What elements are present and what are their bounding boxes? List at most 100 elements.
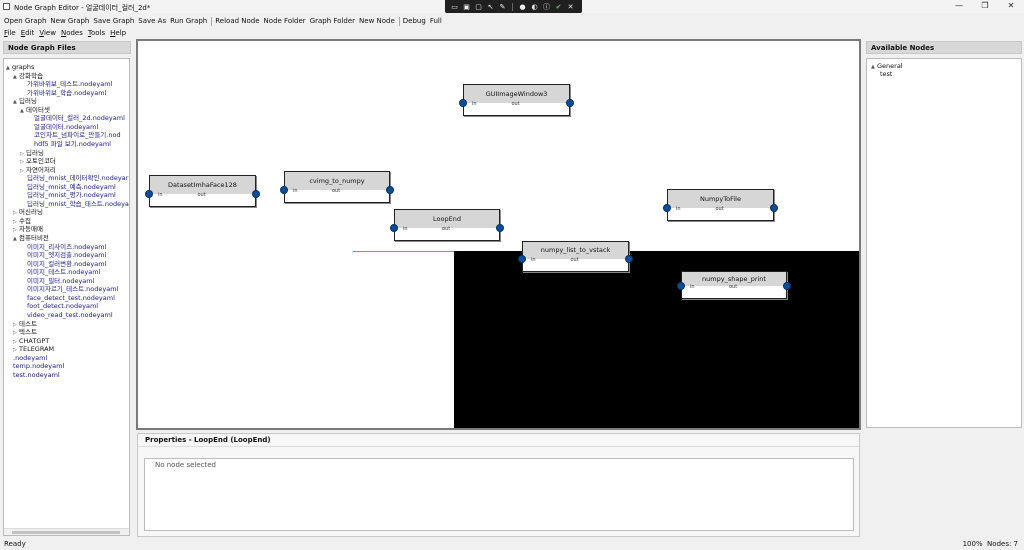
tree-folder-item[interactable]: ▷오토인코더 [20,157,56,165]
menu-edit[interactable]: Edit [21,29,35,37]
menu-tools[interactable]: Tools [88,29,105,37]
tree-file-item[interactable]: 얼굴데이터_컬러_2d.nodeyaml [34,114,125,122]
menu-view[interactable]: View [39,29,56,37]
minimize-button[interactable]: — [955,1,963,10]
input-pin[interactable] [663,204,671,212]
camera-icon[interactable]: ▣ [463,2,470,11]
tree-folder-item[interactable]: ▲컴퓨터비전 [13,234,49,242]
tree-folder-item[interactable]: ▲강화학습 [13,72,43,80]
tree-folder-item[interactable]: ▷TELEGRAM [13,345,54,353]
tree-file-item[interactable]: 이미지_필터.nodeyaml [27,277,94,285]
toolbar-button-full[interactable]: Full [429,17,442,25]
tree-file-item[interactable]: 코인차트_넘파이로_만들기.nod [34,131,121,139]
output-pin[interactable] [566,99,574,107]
toolbar-button-new-graph[interactable]: New Graph [50,17,90,25]
tree-file-item[interactable]: 가위바위보_테스트.nodeyaml [27,80,112,88]
tree-folder-item[interactable]: ▷테스트 [13,320,37,328]
input-pin[interactable] [390,224,398,232]
tree-file-item[interactable]: video_read_test.nodeyaml [27,311,113,319]
expand-arrow-icon[interactable]: ▲ [13,73,17,80]
output-pin[interactable] [252,190,260,198]
mic-icon[interactable]: ● [519,2,526,11]
maximize-button[interactable]: ❐ [981,1,989,10]
info-icon[interactable]: ⓘ [543,2,550,11]
tree-folder-item[interactable]: ▷텍스트 [13,328,37,336]
output-pin[interactable] [783,282,791,290]
toolbar-button-debug[interactable]: Debug [402,17,426,25]
tree-file-item[interactable]: 이미지_컬러변환.nodeyaml [27,260,106,268]
expand-arrow-icon[interactable]: ▷ [20,167,24,174]
tree-file-item[interactable]: 딥러닝_mnist_데이터확인.nodeyar [27,174,128,182]
toolbar-button-new-node[interactable]: New Node [359,17,395,25]
input-pin[interactable] [518,255,526,263]
tree-folder-item[interactable]: ▷머신러닝 [13,208,43,216]
tree-file-item[interactable]: 딥러닝_mnist_예측.nodeyaml [27,183,116,191]
tree-file-item[interactable]: 딥러닝_mnist_학습_테스트.nodeya [27,200,129,208]
input-pin[interactable] [677,282,685,290]
tree-folder-item[interactable]: ▷딥러닝 [20,149,44,157]
tree-file-item[interactable]: foot_detect.nodeyaml [27,302,98,310]
tree-file-item[interactable]: .nodeyaml [13,354,47,362]
toolbar-button-node-folder[interactable]: Node Folder [263,17,306,25]
expand-arrow-icon[interactable]: ▲ [20,107,24,114]
expand-arrow-icon[interactable]: ▷ [13,227,17,234]
expand-arrow-icon[interactable]: ▲ [6,65,10,71]
expand-arrow-icon[interactable]: ▷ [13,321,17,328]
expand-arrow-icon[interactable]: ▷ [13,338,17,345]
tree-horizontal-scrollbar[interactable] [4,528,129,535]
monitor-icon[interactable]: ▢ [475,2,482,11]
tree-file-item[interactable]: 가위바위보_학습.nodeyaml [27,89,106,97]
expand-arrow-icon[interactable]: ▷ [13,330,17,337]
cursor-icon[interactable]: ↖ [487,2,494,11]
menu-nodes[interactable]: Nodes [61,29,83,37]
tree-folder-item[interactable]: ▷자동매매 [13,225,43,233]
close-button[interactable]: ✕ [1007,1,1015,10]
menu-help[interactable]: Help [110,29,126,37]
tree-folder-item[interactable]: ▲graphs [6,63,34,71]
toolbar-button-save-graph[interactable]: Save Graph [93,17,135,25]
tree-file-item[interactable]: face_detect_test.nodeyaml [27,294,115,302]
input-pin[interactable] [280,186,288,194]
expand-arrow-icon[interactable]: ▲ [13,236,17,242]
tree-file-item[interactable]: 이미지_리사이즈.nodeyaml [27,243,106,251]
tree-folder-item[interactable]: ▷수집 [13,217,31,225]
tree-file-item[interactable]: temp.nodeyaml [13,362,64,370]
category-general[interactable]: ▲General [871,62,903,70]
expand-arrow-icon[interactable]: ▲ [13,99,17,106]
expand-arrow-icon[interactable]: ▲ [871,64,875,70]
tree-file-item[interactable]: 딥러닝_mnist_평가.nodeyaml [27,191,116,199]
tree-file-item[interactable]: test.nodeyaml [13,371,60,379]
tree-folder-item[interactable]: ▷CHATGPT [13,337,49,345]
close-overlay-icon[interactable]: ✕ [567,2,574,11]
expand-arrow-icon[interactable]: ▷ [13,218,17,225]
input-pin[interactable] [459,99,467,107]
scrollbar-thumb[interactable] [12,531,120,534]
toolbar-button-graph-folder[interactable]: Graph Folder [309,17,356,25]
output-pin[interactable] [386,186,394,194]
toolbar-button-run-graph[interactable]: Run Graph [170,17,208,25]
record-icon[interactable]: ▭ [451,2,458,11]
input-pin[interactable] [145,190,153,198]
tree-file-item[interactable]: 이미지자르기_테스트.nodeyaml [27,285,118,293]
tree-file-item[interactable]: 이미지_엣지검출.nodeyaml [27,251,106,259]
toolbar-button-save-as[interactable]: Save As [138,17,167,25]
output-pin[interactable] [496,224,504,232]
expand-arrow-icon[interactable]: ▷ [20,150,24,157]
expand-arrow-icon[interactable]: ▷ [20,159,24,166]
tree-folder-item[interactable]: ▷자연어처리 [20,166,56,174]
toolbar-button-reload-node[interactable]: Reload Node [215,17,260,25]
speaker-icon[interactable]: ◐ [531,2,538,11]
menu-file[interactable]: File [4,29,16,37]
check-icon[interactable]: ✔ [555,2,562,11]
toolbar-button-open-graph[interactable]: Open Graph [4,17,47,25]
output-pin[interactable] [770,204,778,212]
pen-icon[interactable]: ✎ [499,2,506,11]
expand-arrow-icon[interactable]: ▷ [13,210,17,217]
